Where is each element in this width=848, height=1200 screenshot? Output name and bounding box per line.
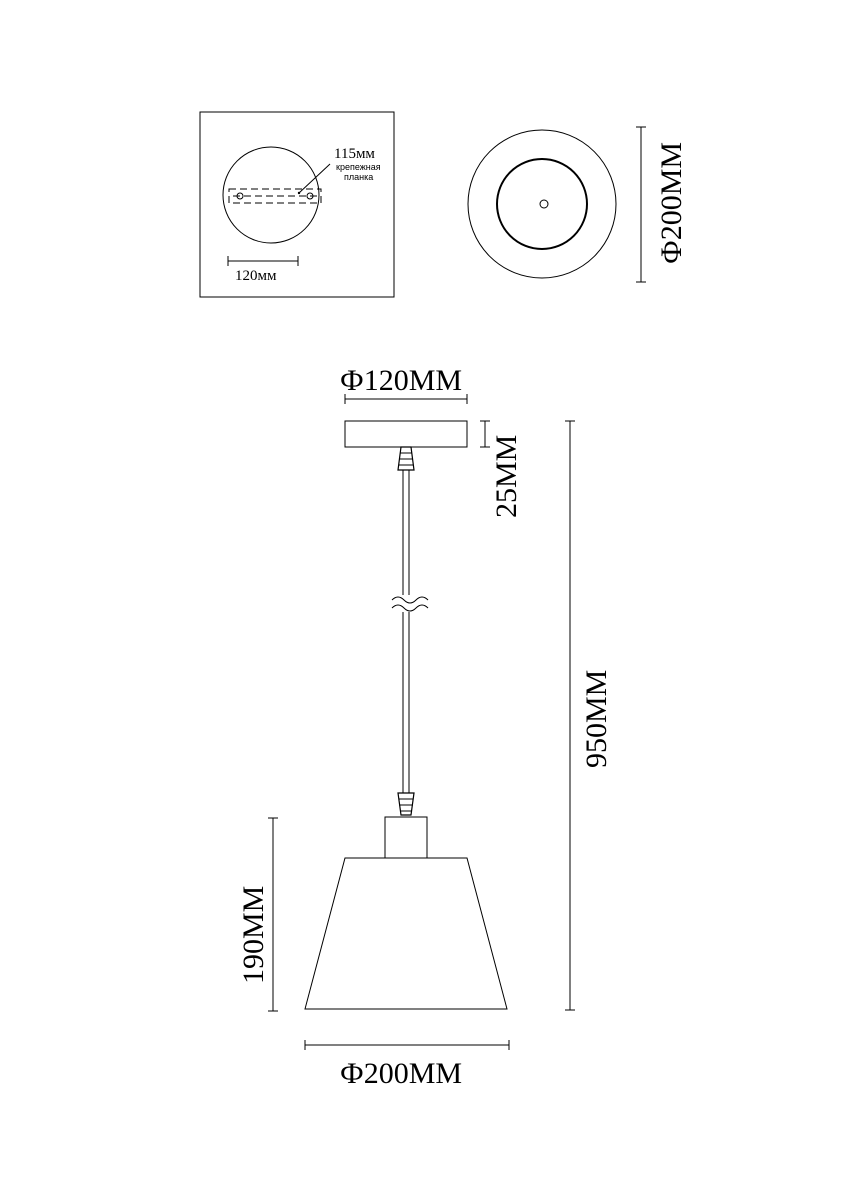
lamp-holder: [384, 816, 428, 859]
width-dimension-label: 120мм: [235, 268, 277, 284]
bracket-note-line2: планка: [344, 172, 373, 182]
shade-outer-circle: [467, 129, 617, 279]
lamp-shade: [304, 857, 508, 1010]
mounting-bracket: [228, 188, 322, 204]
shade-height-label: 190ММ: [237, 886, 270, 984]
side-elevation-view: Ф120ММ 25ММ: [237, 364, 613, 1090]
mounting-plate-view: 115мм крепежная планка 120мм: [199, 111, 395, 298]
mounting-plate-circle: [222, 146, 320, 244]
upper-cord-grip: [397, 446, 415, 471]
shade-bottom-view: Ф200ММ: [467, 126, 688, 283]
bracket-note-line1: крепежная: [336, 162, 381, 172]
bracket-slot-left: [236, 192, 244, 200]
lower-cord-grip: [397, 792, 415, 816]
canopy-diameter-label: Ф120ММ: [340, 364, 462, 397]
bracket-slot-right: [306, 192, 314, 200]
shade-center-point: [539, 199, 549, 209]
cord-break-symbol: [391, 596, 429, 604]
canopy-height-label: 25ММ: [490, 435, 523, 518]
total-height-label: 950ММ: [580, 670, 613, 768]
diameter-dimension-label: Ф200ММ: [655, 142, 688, 264]
shade-inner-circle: [496, 158, 588, 250]
canopy: [344, 420, 468, 448]
mounting-plate-frame: [199, 111, 395, 298]
shade-diameter-label: Ф200ММ: [340, 1057, 462, 1090]
bracket-dimension-label: 115мм: [334, 146, 375, 162]
